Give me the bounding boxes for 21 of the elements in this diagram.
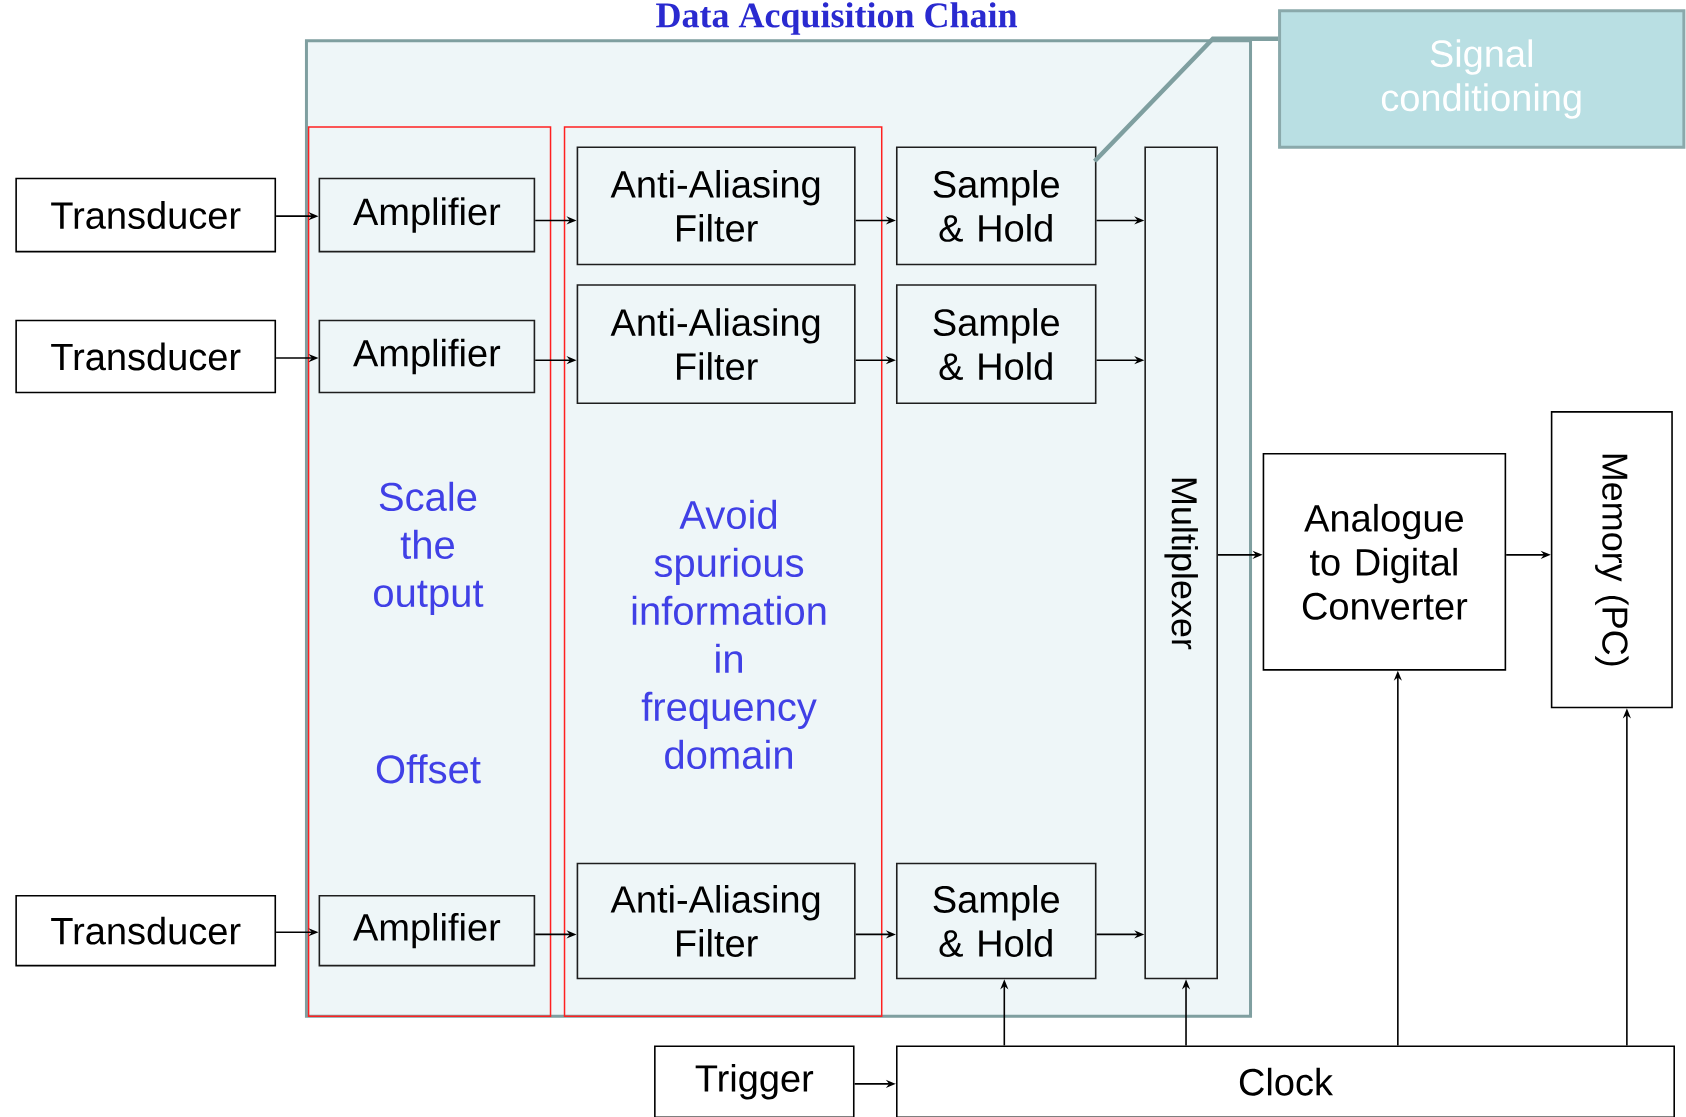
block-box: Amplifier — [318, 319, 536, 394]
block-box: Amplifier — [318, 894, 536, 967]
callout-box: Signal conditioning — [1278, 9, 1686, 149]
block-box: Sample & Hold — [895, 146, 1097, 266]
block-box: Clock — [896, 1045, 1675, 1117]
block-box: Multiplexer — [1144, 146, 1218, 980]
block-box: Analogue to Digital Converter — [1262, 452, 1507, 671]
block-box: Transducer — [15, 319, 277, 394]
block-box: Trigger — [654, 1045, 855, 1117]
block-box: Anti-Aliasing Filter — [576, 146, 856, 266]
block-box: Anti-Aliasing Filter — [576, 284, 856, 405]
leader-line — [1093, 36, 1279, 163]
block-box: Sample & Hold — [895, 284, 1097, 405]
block-box: Sample & Hold — [895, 862, 1097, 980]
block-box: Transducer — [15, 177, 277, 253]
panel — [304, 39, 1253, 1018]
block-box: Anti-Aliasing Filter — [576, 862, 856, 980]
block-box: Transducer — [15, 894, 277, 967]
block-box: Amplifier — [318, 177, 536, 253]
title: Data Acquisition Chain — [656, 2, 1018, 35]
block-box: Memory (PC) — [1550, 411, 1673, 709]
